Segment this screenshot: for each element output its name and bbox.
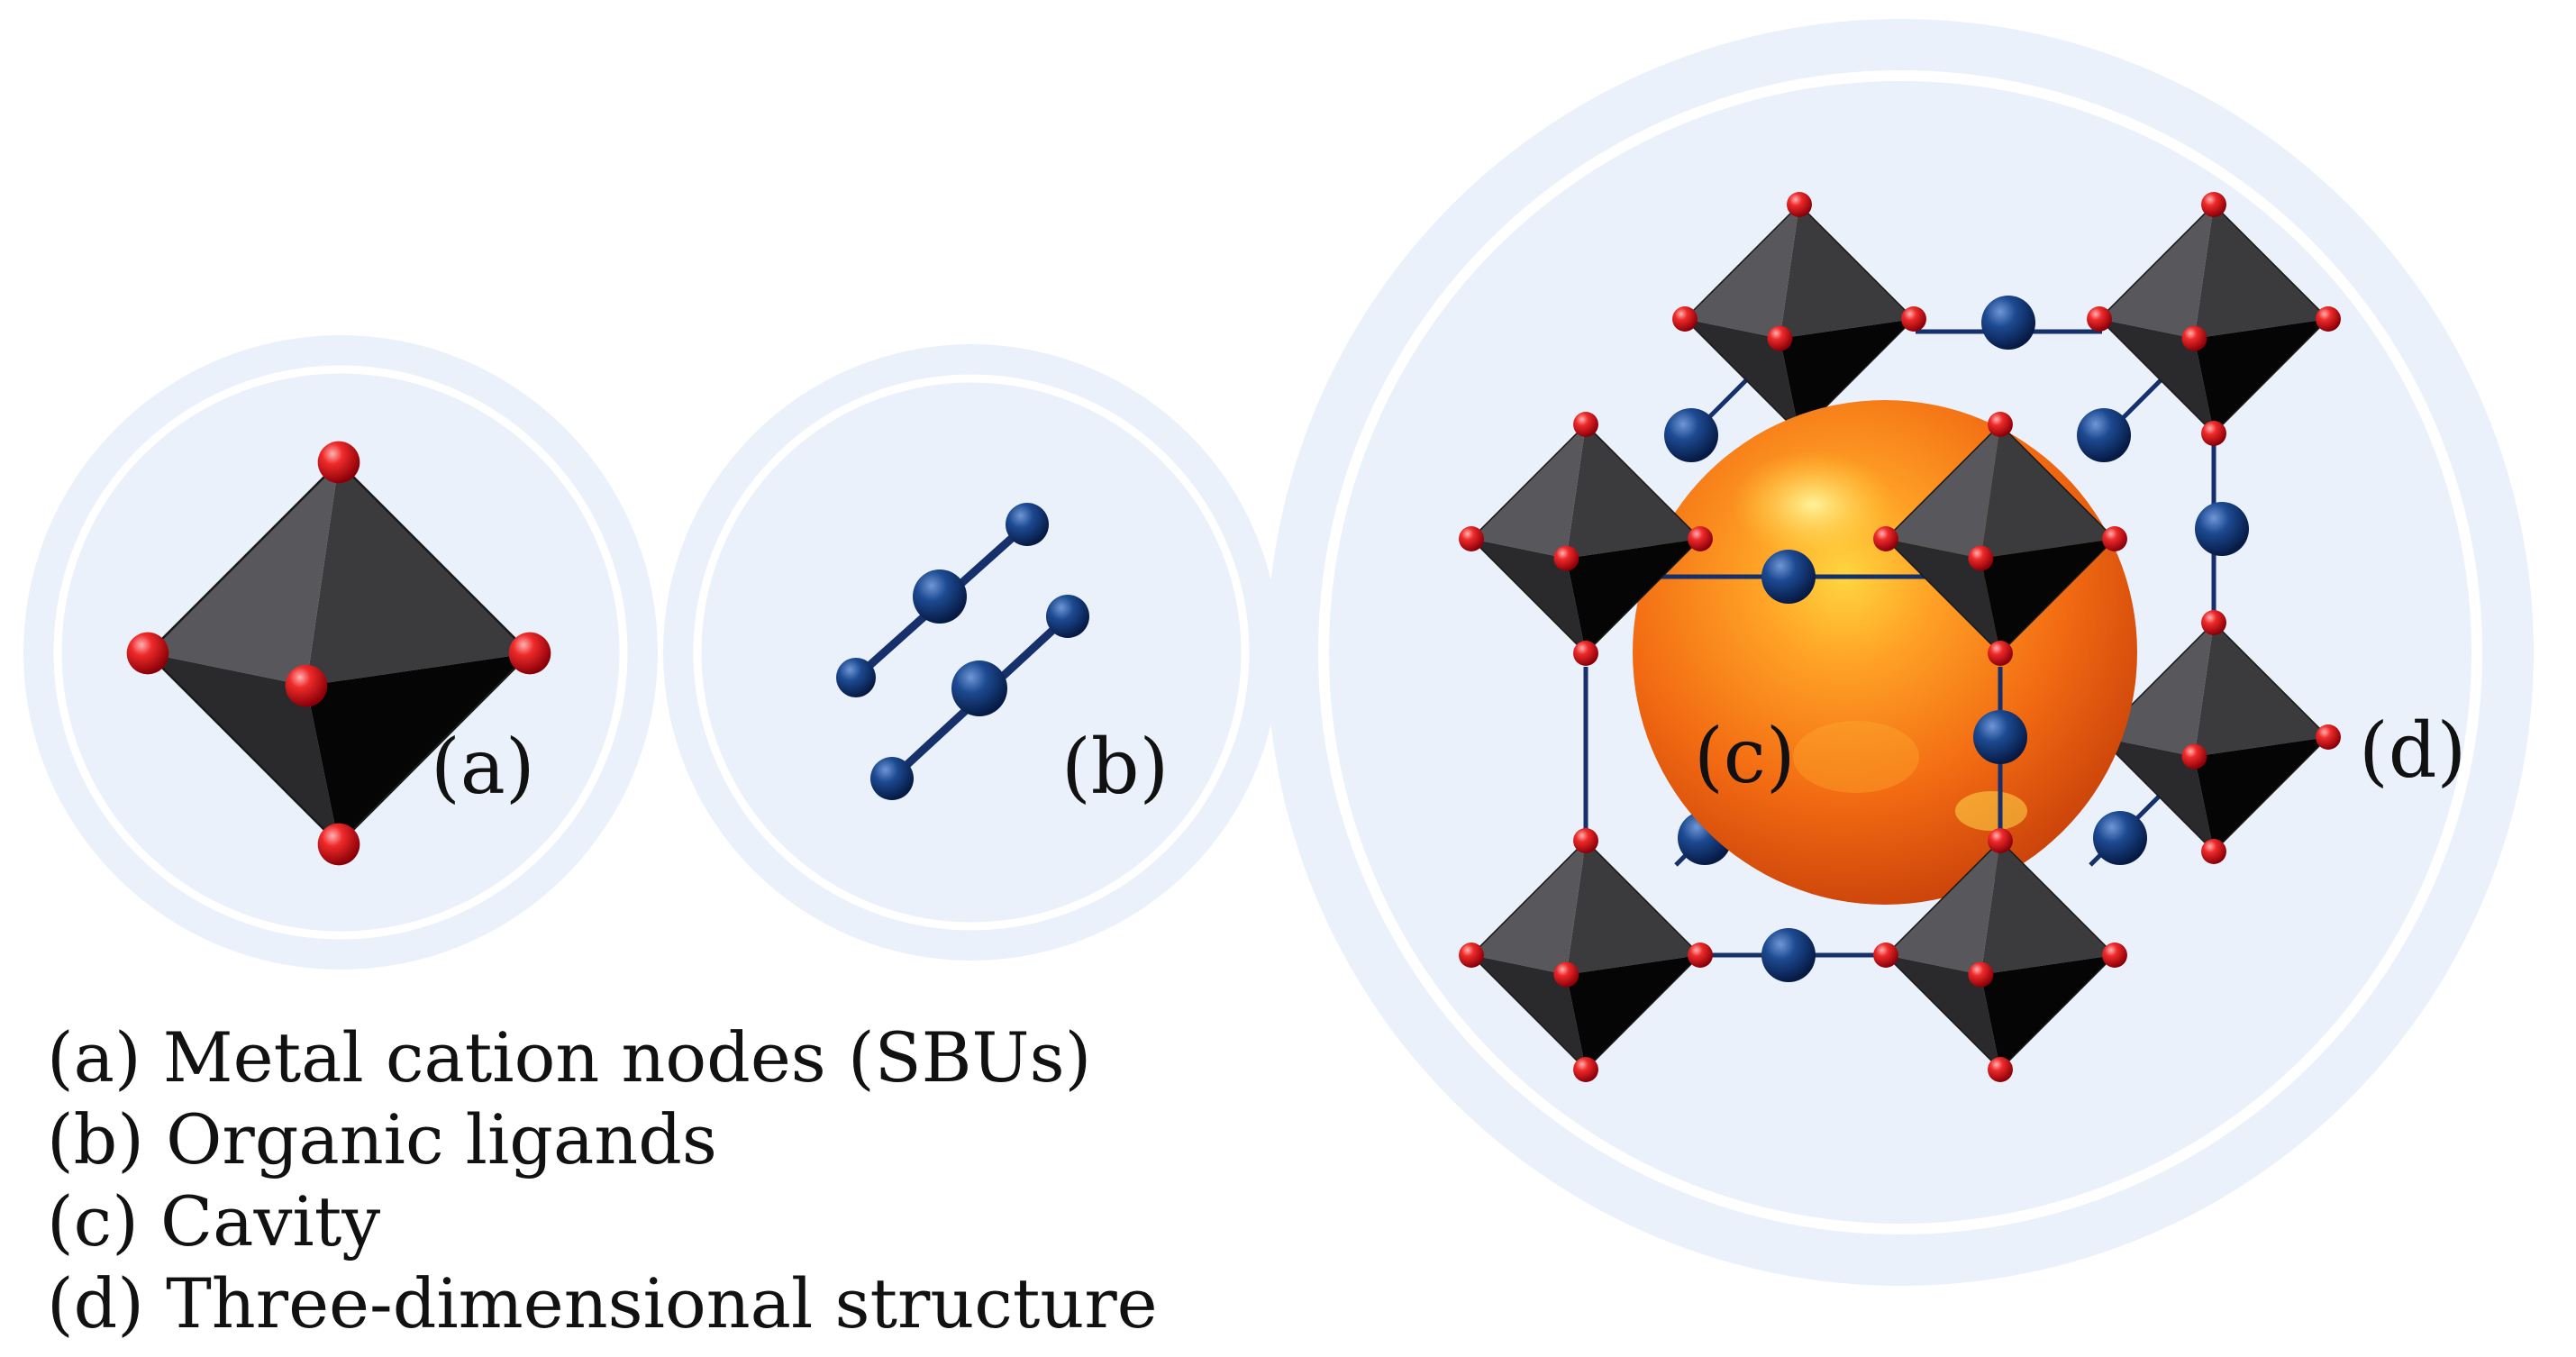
legend-item-cavity: (c) Cavity [47,1181,381,1261]
panel-d-ring [1318,70,2482,1234]
legend-item-metal-nodes: (a) Metal cation nodes (SBUs) [47,1017,1092,1097]
front-linkers [1664,408,2131,982]
legend: (a) Metal cation nodes (SBUs) (b) Organi… [47,1016,1158,1344]
legend-item-3d-structure: (d) Three-dimensional structure [47,1263,1158,1343]
panel-b-background [663,344,1279,961]
organic-ligand-1 [836,503,1049,697]
panel-b-ring [693,374,1250,931]
panel-a: (a) [23,335,658,970]
panel-a-ring [53,365,628,940]
panel-d-label: (d) [2359,706,2466,795]
organic-ligand-2 [870,595,1089,800]
panel-a-label: (a) [431,723,535,811]
panel-b-label: (b) [1061,723,1169,811]
panel-b: (b) [663,344,1279,961]
panel-d: (c) (d) [1267,19,2534,1286]
legend-item-organic-ligands: (b) Organic ligands [47,1099,717,1179]
cavity-sphere [1633,400,2137,905]
panel-c-label: (c) [1694,712,1796,800]
